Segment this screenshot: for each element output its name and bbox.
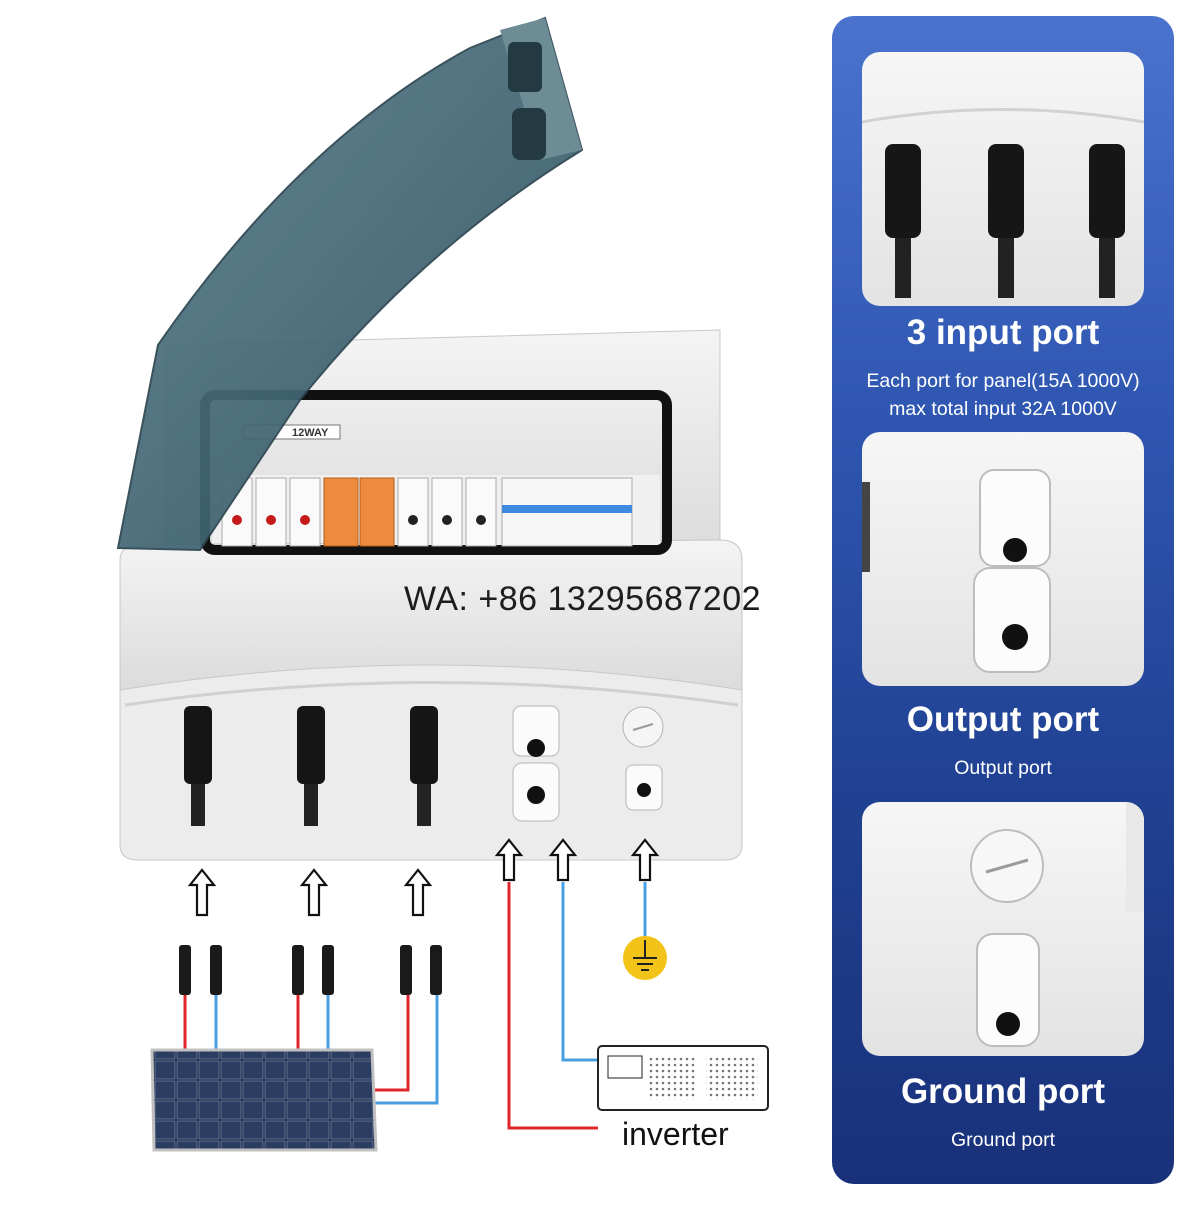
mc4-plug-pairs	[179, 945, 442, 995]
feature-desc-output-port: Output port	[954, 757, 1052, 779]
feature-title-input-port: 3 input port	[906, 313, 1100, 352]
input-arrows	[187, 838, 660, 917]
combiner-box-diagram: 12WAY	[116, 16, 769, 1152]
wiring	[183, 882, 647, 1130]
fuse-holder-row	[221, 477, 633, 547]
way-label: 12WAY	[292, 427, 329, 439]
ground-port-photo-card	[862, 802, 1144, 1056]
feature-desc-input-port-line2: max total input 32A 1000V	[889, 398, 1117, 420]
input-port-photo-card	[862, 52, 1144, 306]
feature-panel: 3 input port Each port for panel(15A 100…	[832, 16, 1174, 1184]
output-port-photo-card	[862, 432, 1144, 686]
mc4-input-connectors	[184, 706, 438, 826]
ground-symbol-icon	[623, 936, 667, 980]
feature-desc-input-port-line1: Each port for panel(15A 1000V)	[866, 370, 1140, 392]
inverter-label: inverter	[622, 1116, 729, 1152]
whatsapp-contact-watermark: WA: +86 13295687202	[404, 580, 762, 618]
product-illustration: 12WAY	[116, 16, 769, 1152]
cable-gland-icon	[862, 469, 1051, 673]
solar-panel	[150, 1048, 378, 1152]
feature-title-ground-port: Ground port	[900, 1072, 1106, 1111]
output-cable-glands	[512, 705, 664, 822]
mc4-connector-icon	[862, 108, 1144, 298]
transparent-lid	[116, 16, 584, 552]
feature-desc-ground-port: Ground port	[950, 1129, 1056, 1151]
inverter-unit	[597, 1045, 769, 1111]
ground-gland-icon	[970, 802, 1144, 1047]
feature-title-output-port: Output port	[906, 700, 1100, 739]
